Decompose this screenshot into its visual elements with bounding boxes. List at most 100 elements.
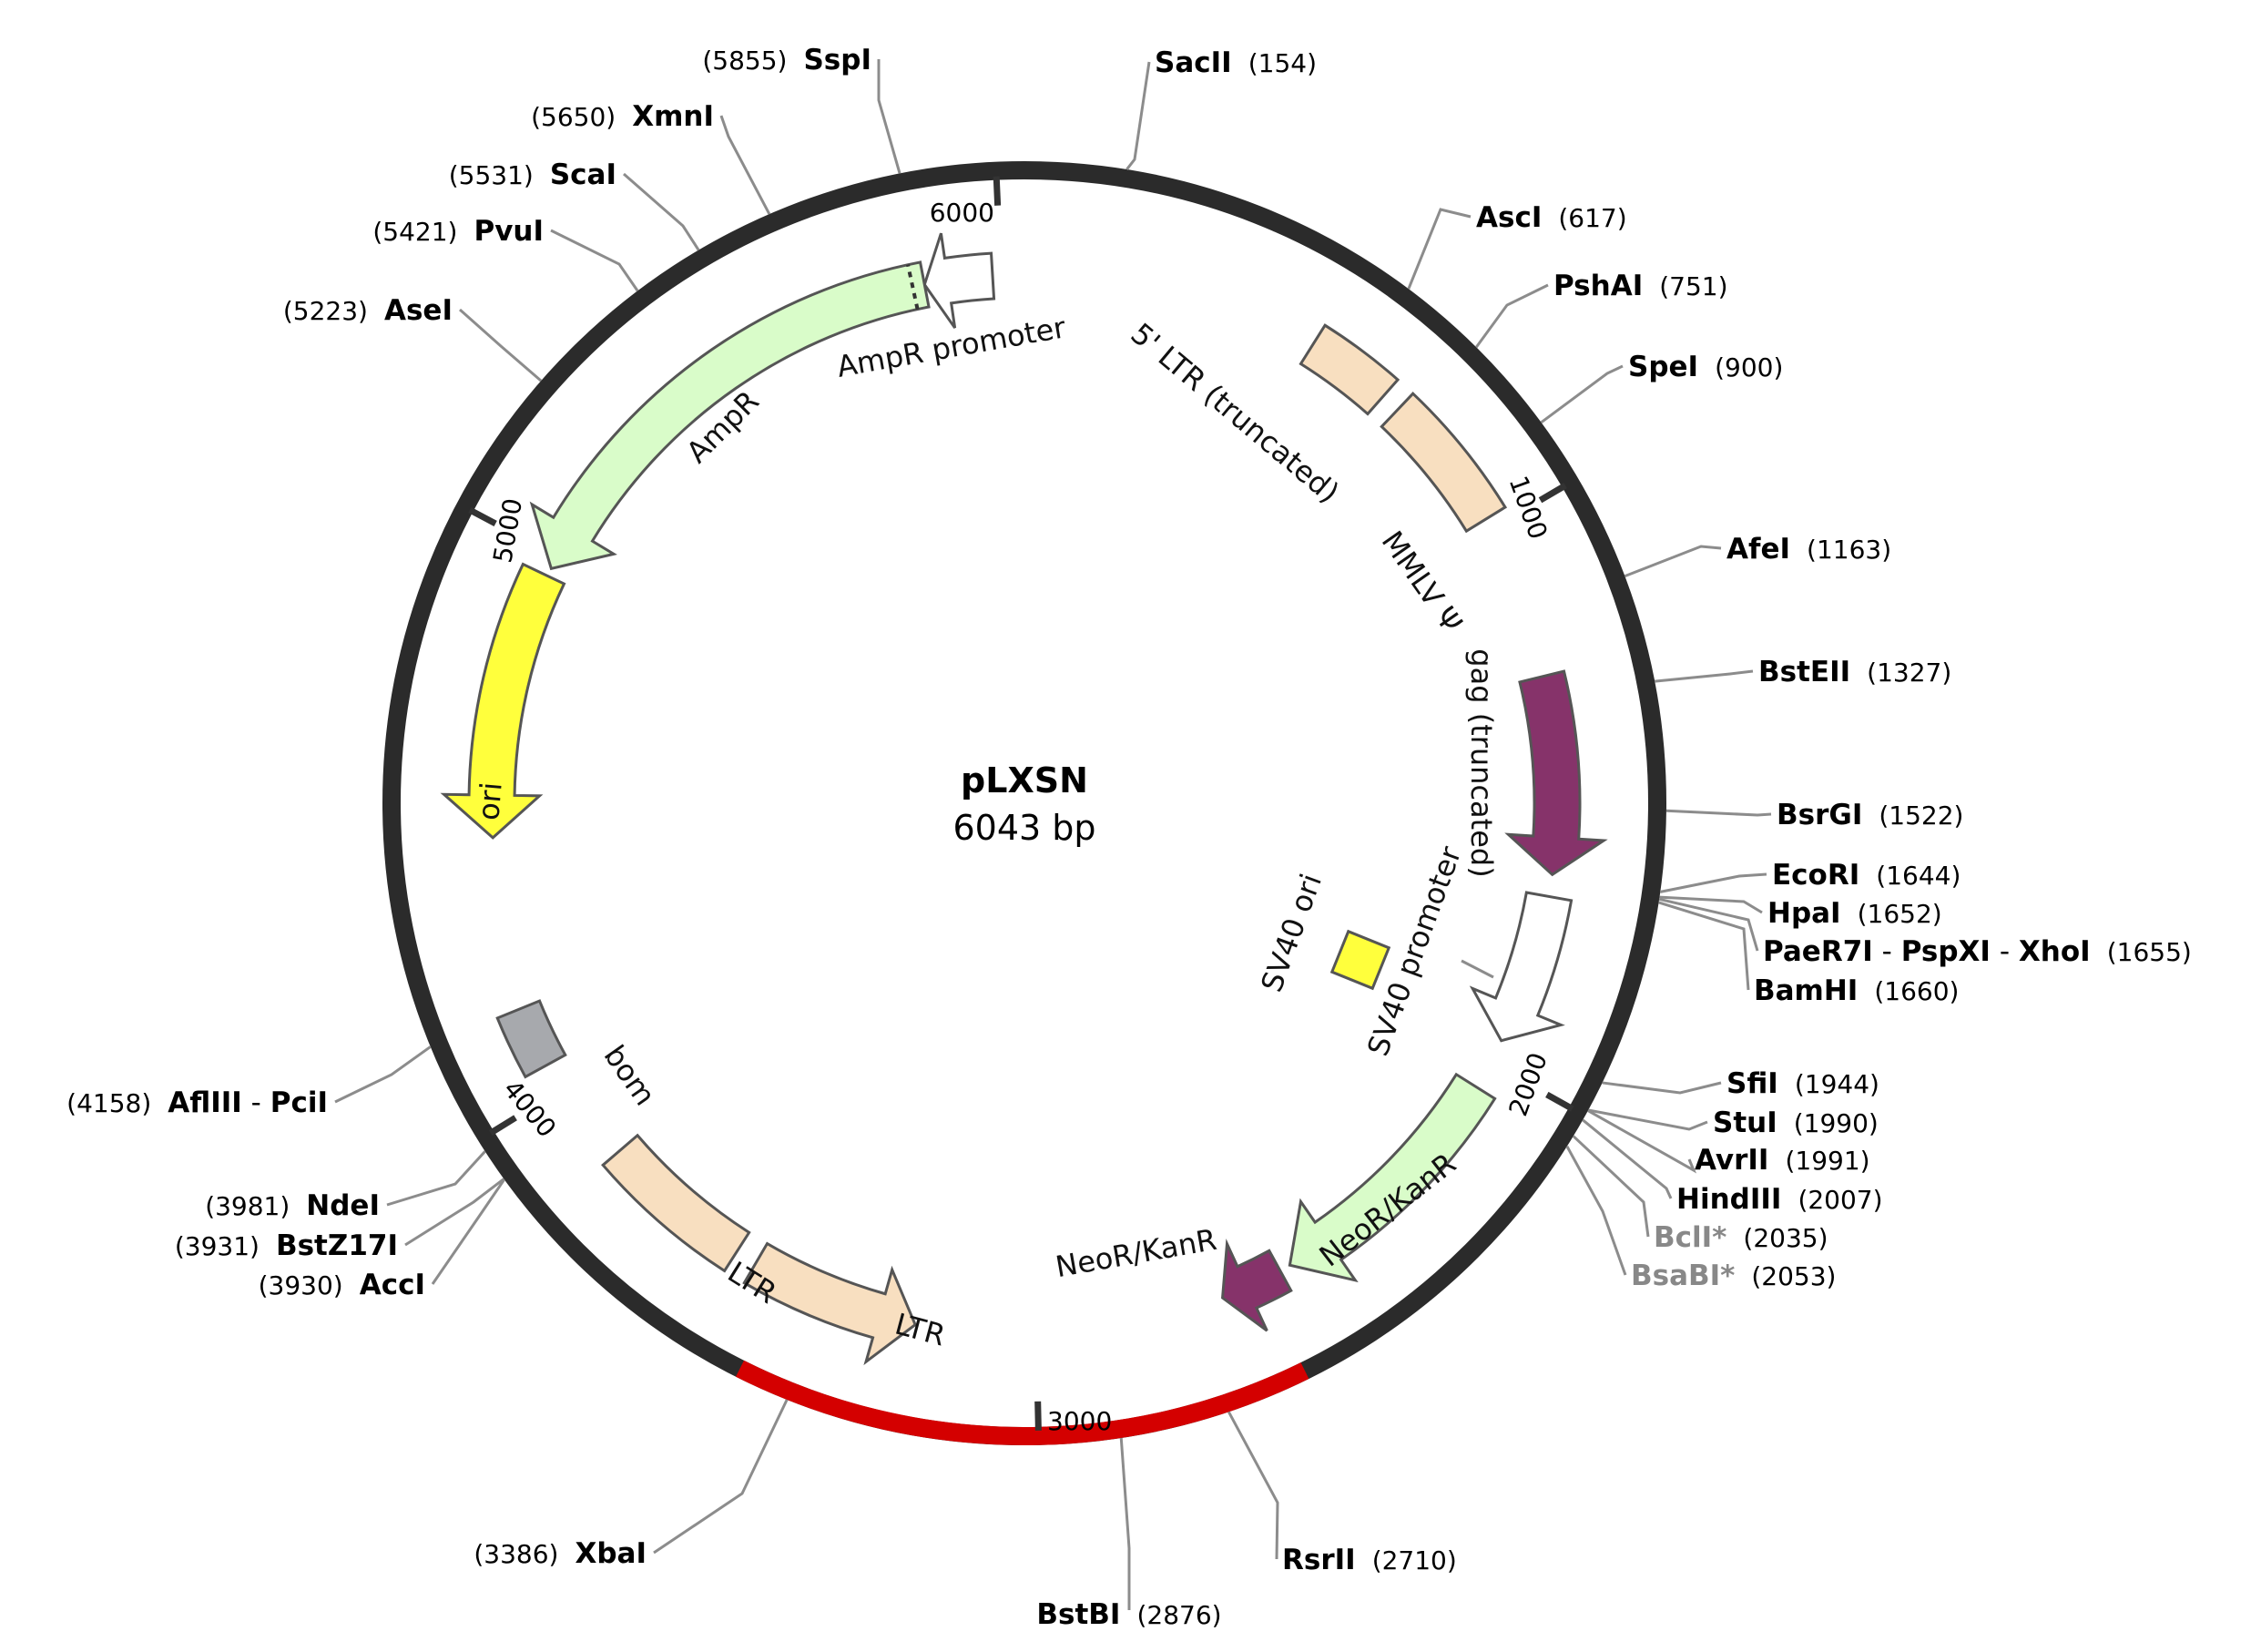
enzyme-label: StuI(1990)	[1713, 1106, 1879, 1139]
enzyme-label: PaeR7I - PspXI - XhoI(1655)	[1763, 935, 2192, 968]
enzyme-name: AfeI	[1726, 533, 1790, 566]
enzyme-position: (1991)	[1785, 1146, 1869, 1176]
enzyme-position: (3386)	[474, 1539, 558, 1569]
enzyme-label: AvrII(1991)	[1695, 1144, 1870, 1177]
enzyme-name: BamHI	[1754, 974, 1858, 1007]
enzyme-position: (900)	[1715, 352, 1783, 382]
sv40-promoter-leader	[1461, 959, 1494, 979]
enzyme-label: BclI* (2035)	[1654, 1221, 1828, 1254]
feature-sv40-ori	[1329, 929, 1391, 991]
enzyme-name: ScaI	[550, 158, 616, 191]
feature-ampr	[529, 260, 931, 571]
enzyme-label: (5223)AseI	[283, 294, 453, 327]
enzyme-position: (1327)	[1867, 658, 1951, 688]
feature-label-sv40-ori: SV40 ori	[1254, 870, 1329, 997]
enzyme-position: (2710)	[1372, 1545, 1457, 1576]
enzyme-name: PspXI	[1901, 935, 1991, 968]
enzyme-label: BstEII (1327)	[1758, 656, 1951, 688]
enzyme-name: HindIII	[1676, 1183, 1781, 1216]
enzyme-position: (2876)	[1136, 1600, 1221, 1630]
enzyme-label: BsrGI(1522)	[1777, 799, 1963, 831]
tick-label: 1000	[1503, 472, 1553, 543]
enzyme-leader	[1659, 895, 1763, 914]
enzyme-leader	[653, 1399, 789, 1555]
enzyme-label: (5855)SspI	[702, 44, 871, 76]
enzyme-position: (1660)	[1874, 976, 1959, 1006]
leaders-layer	[334, 59, 1772, 1610]
enzyme-label: (3931)BstZ17I	[175, 1229, 398, 1262]
tick-2000	[1545, 1091, 1574, 1112]
enzyme-name: PshAI	[1553, 270, 1643, 302]
enzyme-position: (3981)	[205, 1191, 290, 1221]
enzyme-leader	[1475, 283, 1549, 349]
feature-label-ori: ori	[471, 780, 508, 821]
enzyme-position: (5531)	[449, 160, 534, 190]
feature-ori	[440, 562, 566, 840]
enzyme-name: BstEII	[1758, 656, 1850, 688]
enzyme-leader	[1665, 809, 1772, 817]
feature-ampr-promoter	[922, 232, 996, 329]
enzyme-label: (3930)AccI	[259, 1269, 425, 1301]
enzyme-name: AflIII	[168, 1086, 242, 1119]
enzyme-position: (2035)	[1743, 1223, 1828, 1253]
enzyme-position: (2007)	[1798, 1185, 1882, 1215]
enzyme-leader	[1119, 1437, 1131, 1610]
enzyme-label: (5421) PvuI	[372, 215, 544, 248]
tick-5000	[468, 506, 497, 527]
enzyme-name: PaeR7I	[1763, 935, 1873, 968]
enzyme-leader	[404, 1178, 505, 1247]
tick-label: 6000	[930, 198, 994, 228]
enzyme-leader	[1565, 1146, 1627, 1276]
enzyme-position: (1163)	[1807, 535, 1891, 565]
enzyme-leader	[1125, 61, 1151, 170]
enzyme-leader	[719, 115, 771, 215]
enzyme-name: BsaBI*	[1631, 1259, 1735, 1292]
feature-ltr-box	[601, 1133, 751, 1273]
enzyme-leader	[1572, 1135, 1650, 1238]
ampr-divider	[906, 264, 920, 310]
enzyme-name: PvuI	[474, 215, 544, 248]
tick-6000	[993, 176, 1002, 206]
enzyme-label: PshAI(751)	[1553, 270, 1728, 302]
enzyme-label: BsaBI*(2053)	[1631, 1259, 1836, 1292]
enzyme-name: NdeI	[306, 1189, 380, 1222]
enzyme-name: SspI	[803, 44, 871, 76]
enzyme-label: SpeI(900)	[1628, 351, 1783, 383]
enzyme-position: (154)	[1248, 48, 1317, 78]
feature-bom	[495, 999, 567, 1079]
enzyme-sep: -	[1991, 935, 2019, 968]
enzyme-name: XhoI	[2019, 935, 2091, 968]
feature-label-ltr-arrow: LTR	[891, 1307, 949, 1353]
feature-neor-kanr-small	[1221, 1238, 1293, 1332]
enzyme-position: (1644)	[1876, 861, 1961, 891]
enzyme-name: XmnI	[632, 100, 714, 133]
enzyme-label: (3386)XbaI	[474, 1537, 647, 1570]
enzyme-position: (5223)	[283, 296, 368, 326]
enzyme-position: (1655)	[2107, 937, 2192, 967]
enzyme-leader	[386, 1150, 486, 1207]
feature-ltr-arrow	[742, 1241, 917, 1366]
enzyme-name: BclI*	[1654, 1221, 1726, 1254]
enzyme-name: EcoRI	[1772, 859, 1859, 892]
tick-3000	[1034, 1401, 1042, 1431]
enzyme-sep: -	[242, 1086, 270, 1119]
enzyme-label: (5531) ScaI	[449, 158, 616, 191]
enzyme-position: (5650)	[531, 102, 616, 132]
enzyme-leader	[1227, 1411, 1279, 1560]
enzyme-position: (617)	[1558, 203, 1626, 233]
enzyme-name: AccI	[360, 1269, 425, 1301]
feature-sv40-promoter	[1469, 891, 1574, 1043]
enzyme-leader	[459, 308, 543, 382]
enzyme-position: (1652)	[1858, 899, 1942, 929]
features-layer	[440, 232, 1608, 1366]
enzyme-name: BstZ17I	[276, 1229, 398, 1262]
enzyme-label: AscI(617)	[1476, 201, 1627, 234]
tick-label: 2000	[1502, 1049, 1553, 1120]
enzyme-position: (5421)	[372, 217, 457, 247]
tick-label: 4000	[497, 1075, 562, 1144]
enzyme-leader	[1659, 872, 1767, 893]
tick-4000	[489, 1115, 517, 1137]
enzyme-leader	[334, 1045, 432, 1104]
enzyme-leader	[1540, 364, 1624, 423]
